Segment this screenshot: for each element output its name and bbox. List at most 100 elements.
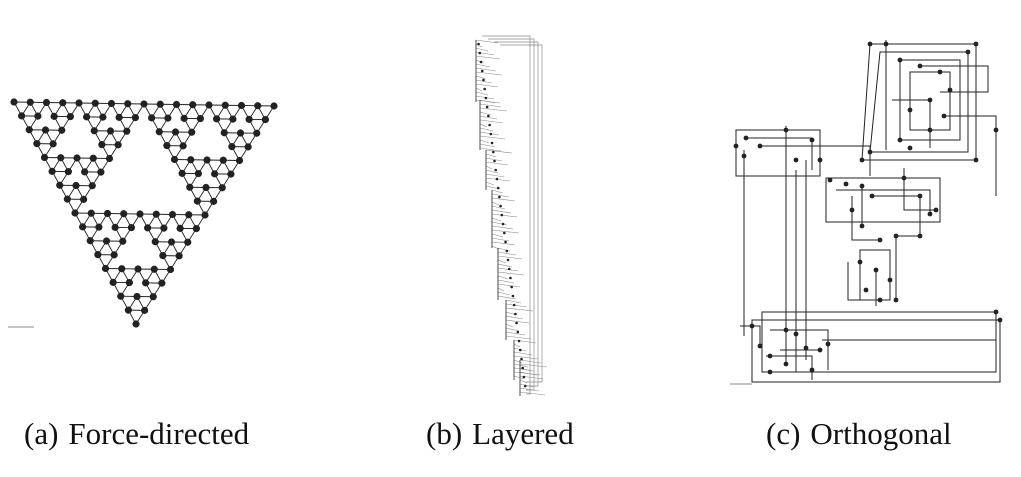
layer-edge [519,383,534,388]
layer-edge [491,229,520,234]
layer-edge [513,351,533,356]
orthogonal-node [767,369,773,375]
orthogonal-node [927,211,933,217]
orthogonal-node [877,297,883,303]
layer-node [484,96,488,100]
orthogonal-edge [746,137,813,170]
layer-edge [497,283,521,288]
caption-layered: (b)Layered [426,416,574,452]
orthogonal-edge [899,59,961,141]
graph-node [164,114,172,122]
graph-node [176,224,184,232]
graph-node [127,224,135,232]
graph-node [151,238,159,246]
layer-edge [479,115,498,120]
layer-edge [497,295,517,300]
graph-node [103,209,112,218]
graph-node [180,114,188,122]
graph-node [119,237,127,245]
layer-edge [505,299,522,304]
layer-node [485,105,489,109]
graph-node [89,154,97,162]
graph-node [219,156,227,164]
graph-node [244,143,252,151]
graph-node [213,115,221,123]
layer-edge [479,135,506,140]
layer-edge [485,173,505,178]
orthogonal-edge [851,196,880,241]
layer-node [491,150,495,154]
orthogonal-edge [892,99,931,148]
orthogonal-node [817,157,823,163]
layer-edge [485,169,499,174]
layer-edge [475,79,493,84]
layer-edge [475,87,483,92]
layer-node [479,60,483,64]
graph-node [185,211,193,219]
graph-node [189,101,197,109]
graph-node [236,129,245,137]
long-edge [482,35,531,395]
graph-node [221,101,229,109]
long-edge [500,44,543,383]
layer-edge [479,119,504,124]
orthogonal-node [857,259,863,265]
layer-edge [491,221,508,226]
orthogonal-node [937,69,943,75]
graph-node [188,128,196,136]
orthogonal-node [825,341,831,347]
graph-node [41,126,50,134]
orthogonal-edge [770,329,829,370]
graph-node [136,210,144,218]
layer-node [478,51,482,55]
orthogonal-node [809,137,815,143]
layer-node [516,330,520,334]
graph-node [134,265,142,273]
graph-node [40,153,49,162]
orthogonal-node [803,345,809,351]
orthogonal-edge [740,325,761,346]
layer-edge [497,247,511,252]
orthogonal-edge [920,65,989,93]
graph-node [118,265,126,273]
graph-node [253,129,261,137]
orthogonal-edge [766,355,813,380]
layer-node [501,222,505,226]
orthogonal-node [893,297,899,303]
graph-node [59,99,67,107]
layer-node [499,204,502,208]
layer-node [512,303,516,307]
graph-node [49,140,57,148]
layer-edge [479,103,502,108]
layer-edge [519,371,538,376]
graph-node [124,100,132,108]
graph-node [73,154,81,162]
graph-node [42,98,51,107]
layer-node [503,231,506,235]
layer-node [490,141,494,145]
layer-node [494,168,498,172]
graph-node [187,156,195,164]
layer-node [488,123,491,127]
graph-node [33,140,41,148]
graph-node [75,99,83,107]
graph-node [87,209,95,217]
orthogonal-edge [825,177,941,223]
layer-node [505,249,509,253]
layer-node [495,177,499,181]
layer-node [506,258,510,262]
graph-node [64,168,72,176]
layer-edge [479,139,490,144]
graph-node [111,223,119,231]
orthogonal-edge [903,168,936,211]
graph-node [193,197,201,205]
graph-node [155,128,163,136]
layer-edge [485,161,509,166]
layer-edge [479,127,494,132]
orthogonal-node [793,331,799,337]
orthogonal-node [973,41,979,47]
graph-node [131,114,139,122]
layer-edge [505,335,532,340]
graph-node [63,195,71,203]
graph-node [245,115,253,123]
